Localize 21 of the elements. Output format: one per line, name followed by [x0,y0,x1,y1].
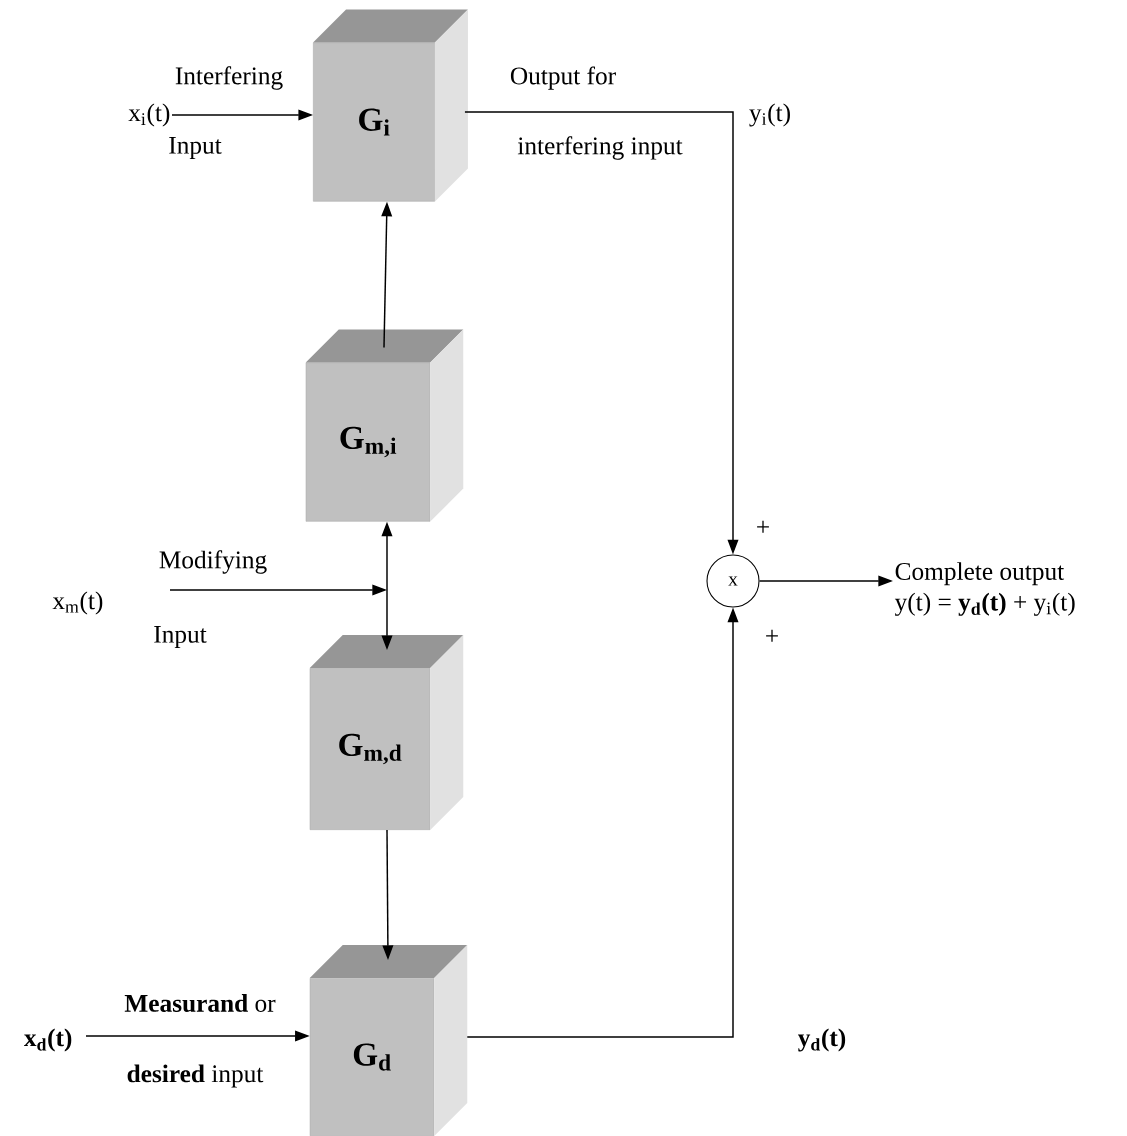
text-label: Interfering [175,66,283,90]
text-label: Output for [510,66,616,90]
signal-label: x$_{m}$(t) [52,591,103,615]
text-label: Input [154,626,207,648]
process-block: G$_{m,i}$ [305,329,464,522]
summing-junction: x [706,554,760,608]
output-text: Complete output y(t) = y$_{d}$(t) + y$_{i}$(t) [894,562,1075,616]
text-label: desired input [127,1064,264,1088]
text-label: Modifying [159,550,267,574]
text-label: Input [169,137,222,159]
process-block: G$_{i}$ [313,9,468,202]
process-block: G$_{d}$ [309,945,468,1136]
text-label: + [766,629,778,642]
text-label: + [757,520,769,533]
process-block: G$_{m,d}$ [309,635,464,830]
signal-label: x$_{d}$(t) [24,1028,72,1052]
signal-label: x$_{i}$(t) [128,103,170,127]
text-label: interfering input [517,136,683,160]
text-label: Measurand or [124,994,276,1012]
text-label: y$_{i}$(t) [749,103,790,127]
text-label: y$_{d}$(t) [798,1028,846,1052]
